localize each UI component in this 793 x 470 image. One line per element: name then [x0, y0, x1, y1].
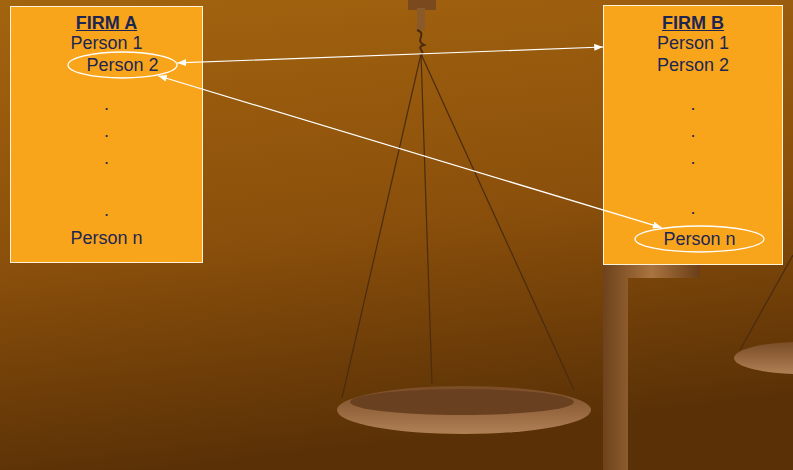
person-label: .: [604, 93, 782, 115]
person-label: Person 2: [604, 54, 782, 76]
scale-pan: [337, 386, 591, 434]
double-arrow: [158, 76, 662, 228]
double-arrow: [177, 47, 603, 63]
scale-pan-inner: [350, 389, 574, 415]
ellipse-outline: [635, 226, 764, 252]
firm-box: FIRM BPerson 1Person 2.... Person n: [603, 5, 783, 265]
person-label: Person n: [663, 228, 735, 250]
scale-rod: [417, 8, 425, 30]
person-label: .: [11, 93, 202, 115]
scale-hook: [417, 30, 424, 56]
person-label: Person 1: [604, 32, 782, 54]
scale-post: [603, 250, 700, 470]
firm-box: FIRM APerson 1.... Person n Person 2: [10, 6, 203, 263]
person-label: Person 2: [86, 54, 158, 76]
highlight-ellipse: Person 2: [67, 51, 178, 79]
firm-heading: FIRM B: [604, 12, 782, 34]
person-label: Person n: [11, 227, 202, 249]
balance-scale: [337, 0, 793, 470]
person-label: .: [604, 120, 782, 142]
person-label: .: [11, 199, 202, 221]
ellipse-outline: [68, 52, 177, 78]
person-label: Person 1: [11, 32, 202, 54]
pan-string: [421, 54, 574, 390]
pan-string: [342, 54, 421, 398]
person-label: .: [11, 120, 202, 142]
pan-string: [740, 255, 793, 350]
scale-pan: [734, 342, 793, 374]
firm-heading: FIRM A: [11, 12, 202, 34]
highlight-ellipse: Person n: [634, 225, 765, 253]
person-label: .: [604, 147, 782, 169]
person-label: .: [604, 197, 782, 219]
pan-string: [421, 54, 432, 384]
person-label: .: [11, 147, 202, 169]
